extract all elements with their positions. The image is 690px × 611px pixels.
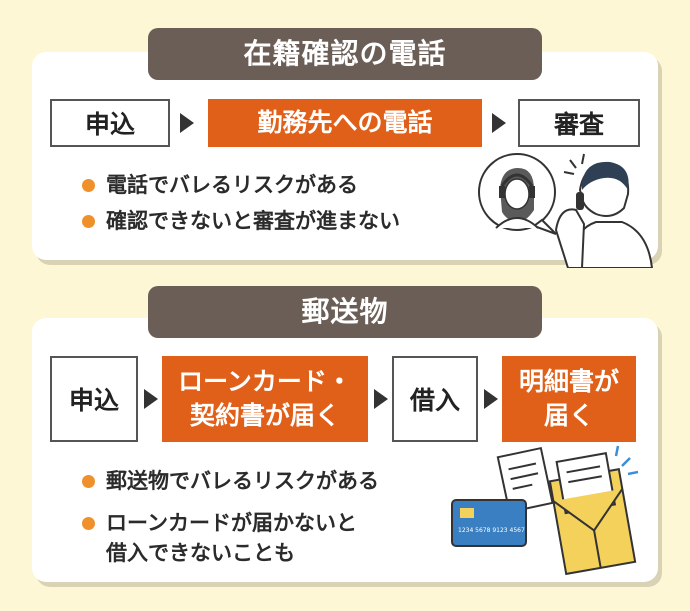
flow-apply-box: 申込 — [50, 99, 170, 147]
bullet-dot-icon — [82, 517, 95, 530]
flow-review-box: 審査 — [518, 99, 640, 147]
phone-call-illustration — [478, 153, 654, 268]
phone-check-title: 在籍確認の電話 — [148, 28, 542, 80]
flow-card-line: ローンカード・ — [178, 367, 352, 397]
flow-arrow-icon — [180, 113, 194, 133]
mail-illustration: 1234 5678 9123 4567 — [451, 445, 639, 576]
flow-arrow-icon — [374, 389, 388, 409]
flow-arrow-icon — [484, 389, 498, 409]
bullet-dot-icon — [82, 215, 95, 228]
flow-arrow-icon — [144, 389, 158, 409]
flow-statement-line: 明細書が — [518, 367, 619, 397]
bullet-text: 郵送物でバレるリスクがある — [106, 469, 379, 493]
flow-apply-box: 申込 — [50, 356, 138, 442]
mail-title: 郵送物 — [148, 286, 542, 338]
flow-workplace-call-box: 勤務先への電話 — [208, 99, 482, 147]
flow-borrow-box: 借入 — [392, 356, 478, 442]
bullet-dot-icon — [82, 475, 95, 488]
flow-statement-box: 明細書が 届く — [502, 356, 636, 442]
bullet-item: 確認できないと審査が進まない — [82, 206, 400, 236]
bullet-dot-icon — [82, 179, 95, 192]
flow-card-line: 契約書が届く — [189, 401, 340, 430]
bullet-text: ローンカードが届かないと — [106, 511, 357, 535]
bullet-item: 郵送物でバレるリスクがある — [82, 466, 379, 496]
card-number: 1234 5678 9123 4567 — [458, 527, 525, 534]
bullet-text: 確認できないと審査が進まない — [106, 209, 400, 233]
bullet-item: 電話でバレるリスクがある — [82, 170, 358, 200]
phone-check-panel — [32, 52, 658, 260]
flow-card-contract-box: ローンカード・ 契約書が届く — [162, 356, 368, 442]
bullet-item: ローンカードが届かないと 借入できないことも — [82, 508, 357, 568]
flow-statement-line: 届く — [543, 401, 594, 430]
bullet-text: 電話でバレるリスクがある — [106, 173, 358, 197]
bullet-text: 借入できないことも — [106, 541, 295, 565]
flow-arrow-icon — [492, 113, 506, 133]
